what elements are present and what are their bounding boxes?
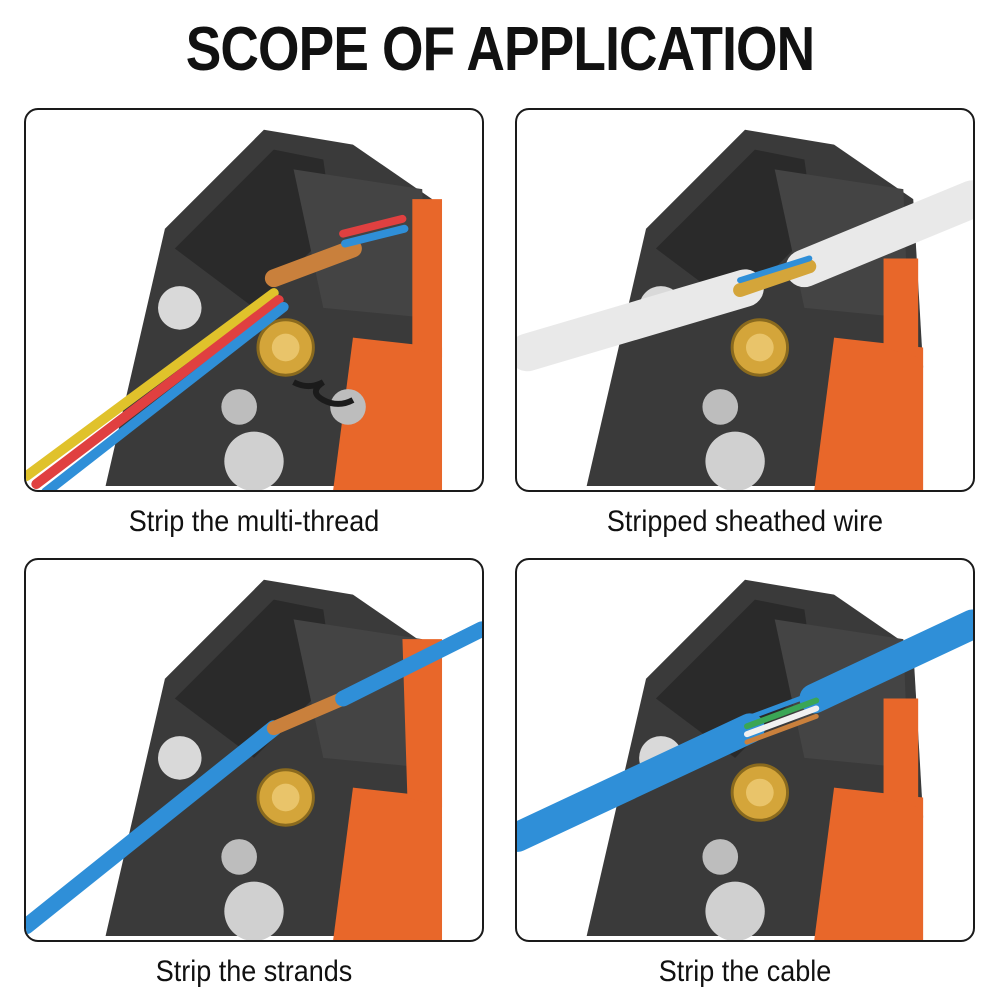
panel-sheathed-wire [515, 108, 975, 492]
tool-illustration-cable [517, 579, 973, 940]
stripper-tool [105, 579, 443, 940]
panel-cable [515, 558, 975, 942]
adjust-knob [256, 768, 315, 827]
page-title: SCOPE OF APPLICATION [185, 15, 815, 84]
tool-illustration-sheathed [517, 129, 973, 490]
panel-multi-thread [24, 108, 484, 492]
spring [292, 379, 355, 407]
sheathed-wire [517, 180, 973, 372]
adjust-knob [256, 318, 315, 377]
caption-strands: Strip the strands [155, 955, 353, 988]
network-cable [517, 609, 973, 852]
tool-illustration-strands [26, 579, 482, 940]
panel-strands [24, 558, 484, 942]
strand-wire [26, 621, 482, 935]
caption-multi-thread: Strip the multi-thread [128, 505, 380, 538]
stripper-tool [105, 129, 443, 490]
caption-sheathed-wire: Stripped sheathed wire [606, 505, 884, 538]
tool-illustration-multi-thread [26, 129, 443, 490]
stripper-tool [586, 129, 924, 490]
adjust-knob [730, 318, 790, 377]
caption-cable: Strip the cable [658, 955, 832, 988]
multi-thread-wires [26, 214, 409, 490]
adjust-knob [730, 763, 790, 822]
stripper-tool [586, 579, 924, 940]
